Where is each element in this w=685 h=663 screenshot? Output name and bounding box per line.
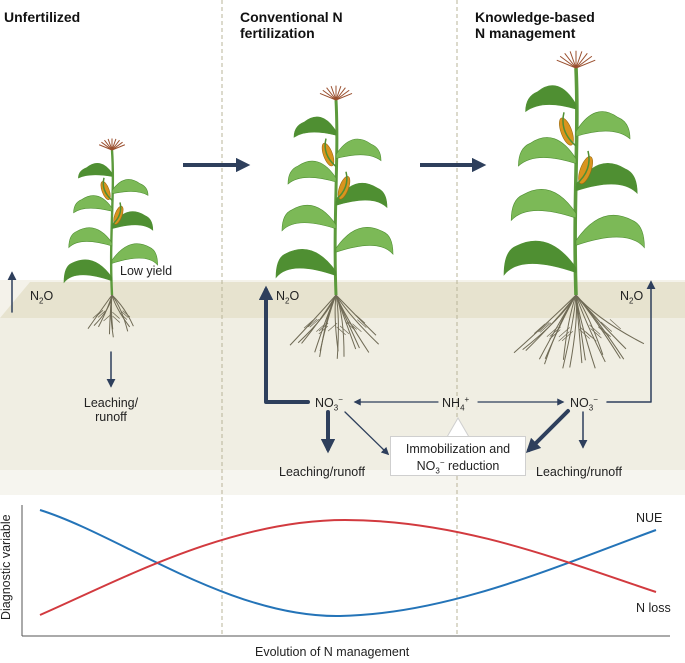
immobilization-line2: NO3− reduction xyxy=(416,458,500,476)
leaching-label-knowledge: Leaching/runoff xyxy=(536,465,622,479)
leaching-label-line1: Leaching/ xyxy=(83,396,139,410)
leaching-label-conventional: Leaching/runoff xyxy=(279,465,365,479)
immob-arrow-left xyxy=(344,411,390,456)
tassel xyxy=(98,138,126,151)
heading-unfertilized: Unfertilized xyxy=(4,9,81,25)
immobilization-box: Immobilization and NO3− reduction xyxy=(390,436,526,476)
leaching-label-unfertilized: Leaching/ runoff xyxy=(78,396,144,425)
series-label-nue: NUE xyxy=(636,511,663,525)
flux-arrows xyxy=(7,271,656,456)
series-label-n-loss: N loss xyxy=(636,601,671,615)
n2o-label-knowledge: N2O xyxy=(620,289,644,306)
n2o-label-conventional: N2O xyxy=(276,289,300,306)
maize-plant-unfertilized xyxy=(63,138,158,338)
heading-conventional-line2: fertilization xyxy=(240,25,315,42)
chart-ylabel: Diagnostic variable xyxy=(0,514,13,620)
nh4-label: NH4+ xyxy=(442,395,470,413)
no3-label-knowledge: NO3− xyxy=(570,395,598,413)
n2o-arrow-knowledge xyxy=(606,280,656,403)
maize-plant-knowledge xyxy=(503,50,645,369)
roots xyxy=(87,294,134,338)
n2o-arrow-conventional xyxy=(258,285,310,404)
tassel xyxy=(319,85,353,101)
heading-knowledge-line1: Knowledge-based xyxy=(475,9,595,25)
tassel xyxy=(556,50,596,69)
leaching-label-line2: runoff xyxy=(95,410,127,425)
immob-arrow-right xyxy=(525,409,570,454)
n2o-label-unfertilized: N2O xyxy=(30,289,54,306)
maize-plant-conventional xyxy=(275,85,394,359)
heading-conventional: Conventional N fertilization xyxy=(240,9,343,41)
heading-conventional-line1: Conventional N xyxy=(240,9,343,25)
nue-curve xyxy=(39,509,657,618)
soil-layer xyxy=(0,280,685,495)
roots xyxy=(289,294,380,359)
chart xyxy=(21,505,670,637)
no3-label-conventional: NO3− xyxy=(315,395,343,413)
n-loss-curve xyxy=(39,518,657,616)
heading-knowledge: Knowledge-based N management xyxy=(475,9,595,41)
immobilization-line1: Immobilization and xyxy=(405,442,511,456)
low-yield-label: Low yield xyxy=(120,264,173,278)
chart-xlabel: Evolution of N management xyxy=(255,645,410,659)
callout-pointer xyxy=(446,417,470,438)
heading-knowledge-line2: N management xyxy=(475,25,576,42)
roots xyxy=(513,294,645,369)
